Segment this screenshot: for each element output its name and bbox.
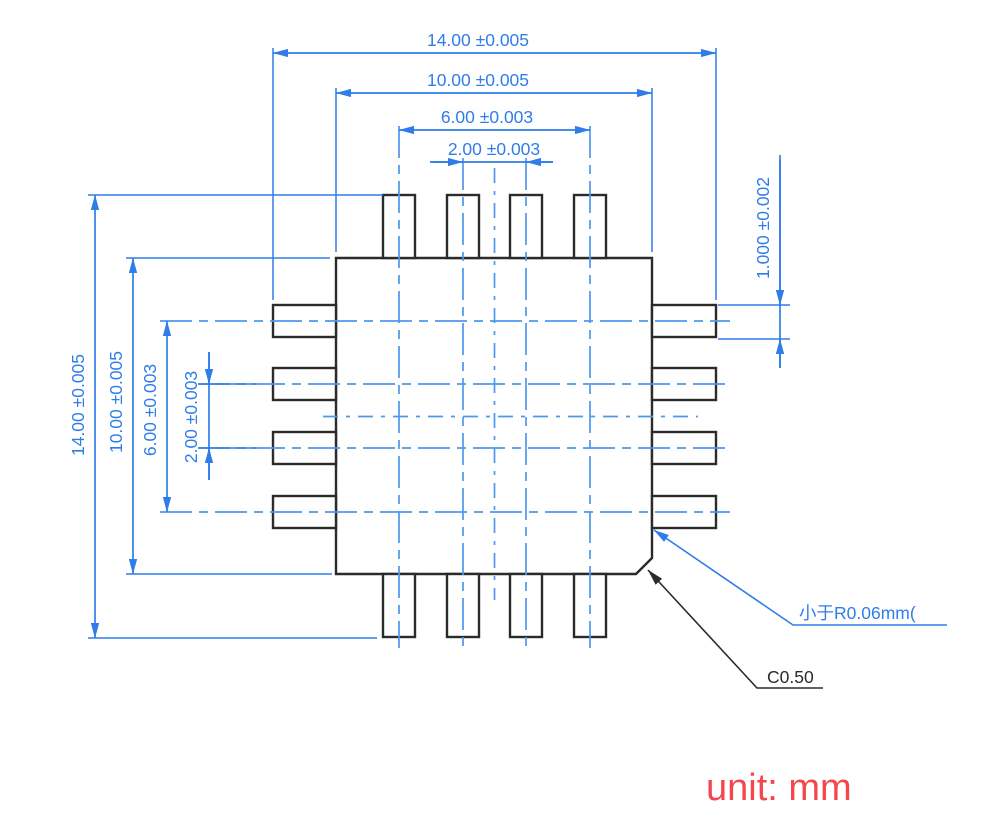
chamfer-note: C0.50 bbox=[767, 667, 814, 687]
dimension-top-body-width: 10.00 ±0.005 bbox=[335, 70, 653, 252]
dimension-left-body-height: 10.00 ±0.005 bbox=[106, 257, 332, 575]
leader-line bbox=[647, 569, 823, 689]
dimension-top-pin-span: 6.00 ±0.003 bbox=[398, 107, 591, 135]
dimension-label: 14.00 ±0.005 bbox=[427, 30, 529, 50]
dimension-left-pin-span: 6.00 ±0.003 bbox=[140, 320, 172, 513]
dimension-label: 6.00 ±0.003 bbox=[140, 364, 160, 456]
dimension-label: 1.000 ±0.002 bbox=[753, 177, 773, 279]
dimension-label: 6.00 ±0.003 bbox=[441, 107, 533, 127]
dimension-right-pin-width: 1.000 ±0.002 bbox=[718, 155, 790, 368]
dimension-top-pin-pitch: 2.00 ±0.003 bbox=[430, 139, 553, 167]
leader-corner-radius: 小于R0.06mm( bbox=[653, 529, 947, 626]
centerlines bbox=[160, 126, 730, 648]
dimension-left-pin-pitch: 2.00 ±0.003 bbox=[181, 352, 256, 480]
unit-note: unit: mm bbox=[706, 767, 852, 809]
dimension-label: 2.00 ±0.003 bbox=[448, 139, 540, 159]
leader-chamfer: C0.50 bbox=[647, 569, 823, 689]
leader-line bbox=[653, 529, 947, 626]
corner-radius-note: 小于R0.06mm( bbox=[799, 603, 916, 623]
dimension-label: 10.00 ±0.005 bbox=[106, 351, 126, 453]
dimension-label: 2.00 ±0.003 bbox=[181, 371, 201, 463]
dimension-label: 10.00 ±0.005 bbox=[427, 70, 529, 90]
dimension-top-overall-width: 14.00 ±0.005 bbox=[272, 30, 717, 300]
dimension-left-overall-height: 14.00 ±0.005 bbox=[68, 194, 383, 639]
dimension-label: 14.00 ±0.005 bbox=[68, 354, 88, 456]
